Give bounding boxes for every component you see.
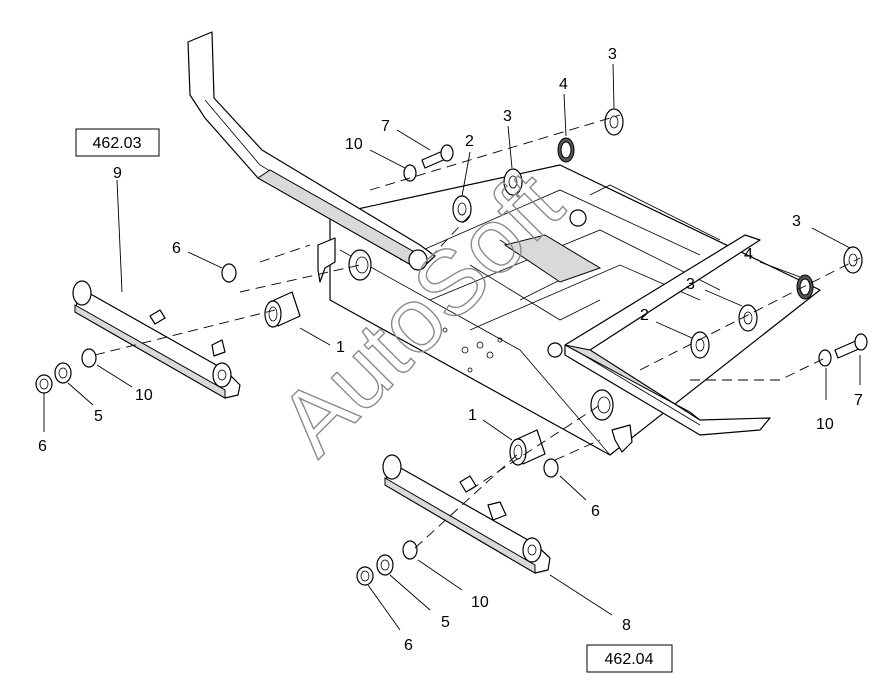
hardware-bottom bbox=[356, 458, 559, 586]
callout-3: 3 bbox=[503, 108, 512, 125]
callout-10: 10 bbox=[816, 416, 834, 433]
callout-5: 5 bbox=[94, 408, 103, 425]
bolt-upper bbox=[403, 144, 454, 182]
callout-3: 3 bbox=[686, 276, 695, 293]
callout-7: 7 bbox=[381, 118, 390, 135]
callout-2: 2 bbox=[640, 307, 649, 324]
main-frame bbox=[317, 164, 821, 456]
callout-3: 3 bbox=[792, 213, 801, 230]
callout-10: 10 bbox=[135, 387, 153, 404]
washers-upper bbox=[452, 108, 624, 223]
callout-5: 5 bbox=[441, 614, 450, 631]
roller-assembly-bottom bbox=[382, 454, 551, 574]
callout-4: 4 bbox=[559, 76, 568, 93]
callout-6: 6 bbox=[404, 637, 413, 654]
upper-left-arm bbox=[187, 31, 436, 271]
callout-3: 3 bbox=[608, 46, 617, 63]
callout-8: 8 bbox=[622, 617, 631, 634]
washers-right bbox=[690, 246, 863, 359]
assembly-axis-lines bbox=[94, 114, 861, 549]
callout-9: 9 bbox=[113, 165, 122, 182]
callout-1: 1 bbox=[336, 339, 345, 356]
reference-label-bottom: 462.04 bbox=[605, 651, 654, 668]
roller-assembly-left bbox=[72, 280, 241, 399]
callout-7: 7 bbox=[854, 392, 863, 409]
callout-6: 6 bbox=[38, 438, 47, 455]
lower-right-arm bbox=[564, 234, 771, 436]
reference-box-left: 462.03 bbox=[75, 128, 160, 157]
callout-6: 6 bbox=[591, 503, 600, 520]
hardware-left bbox=[35, 263, 237, 394]
bolt-right bbox=[818, 333, 868, 367]
bushing-1-upper bbox=[264, 291, 301, 328]
leader-lines bbox=[43, 63, 861, 631]
callout-10: 10 bbox=[471, 594, 489, 611]
reference-box-bottom: 462.04 bbox=[586, 644, 673, 673]
reference-label-left: 462.03 bbox=[93, 135, 142, 152]
callout-numbers: 1 1 2 2 3 3 3 3 4 4 5 5 6 6 6 6 7 7 8 9 … bbox=[38, 46, 863, 654]
callout-10: 10 bbox=[345, 136, 363, 153]
callout-6: 6 bbox=[172, 240, 181, 257]
bushing-1-lower bbox=[509, 429, 546, 466]
callout-4: 4 bbox=[744, 246, 753, 263]
callout-2: 2 bbox=[465, 133, 474, 150]
callout-1: 1 bbox=[468, 407, 477, 424]
